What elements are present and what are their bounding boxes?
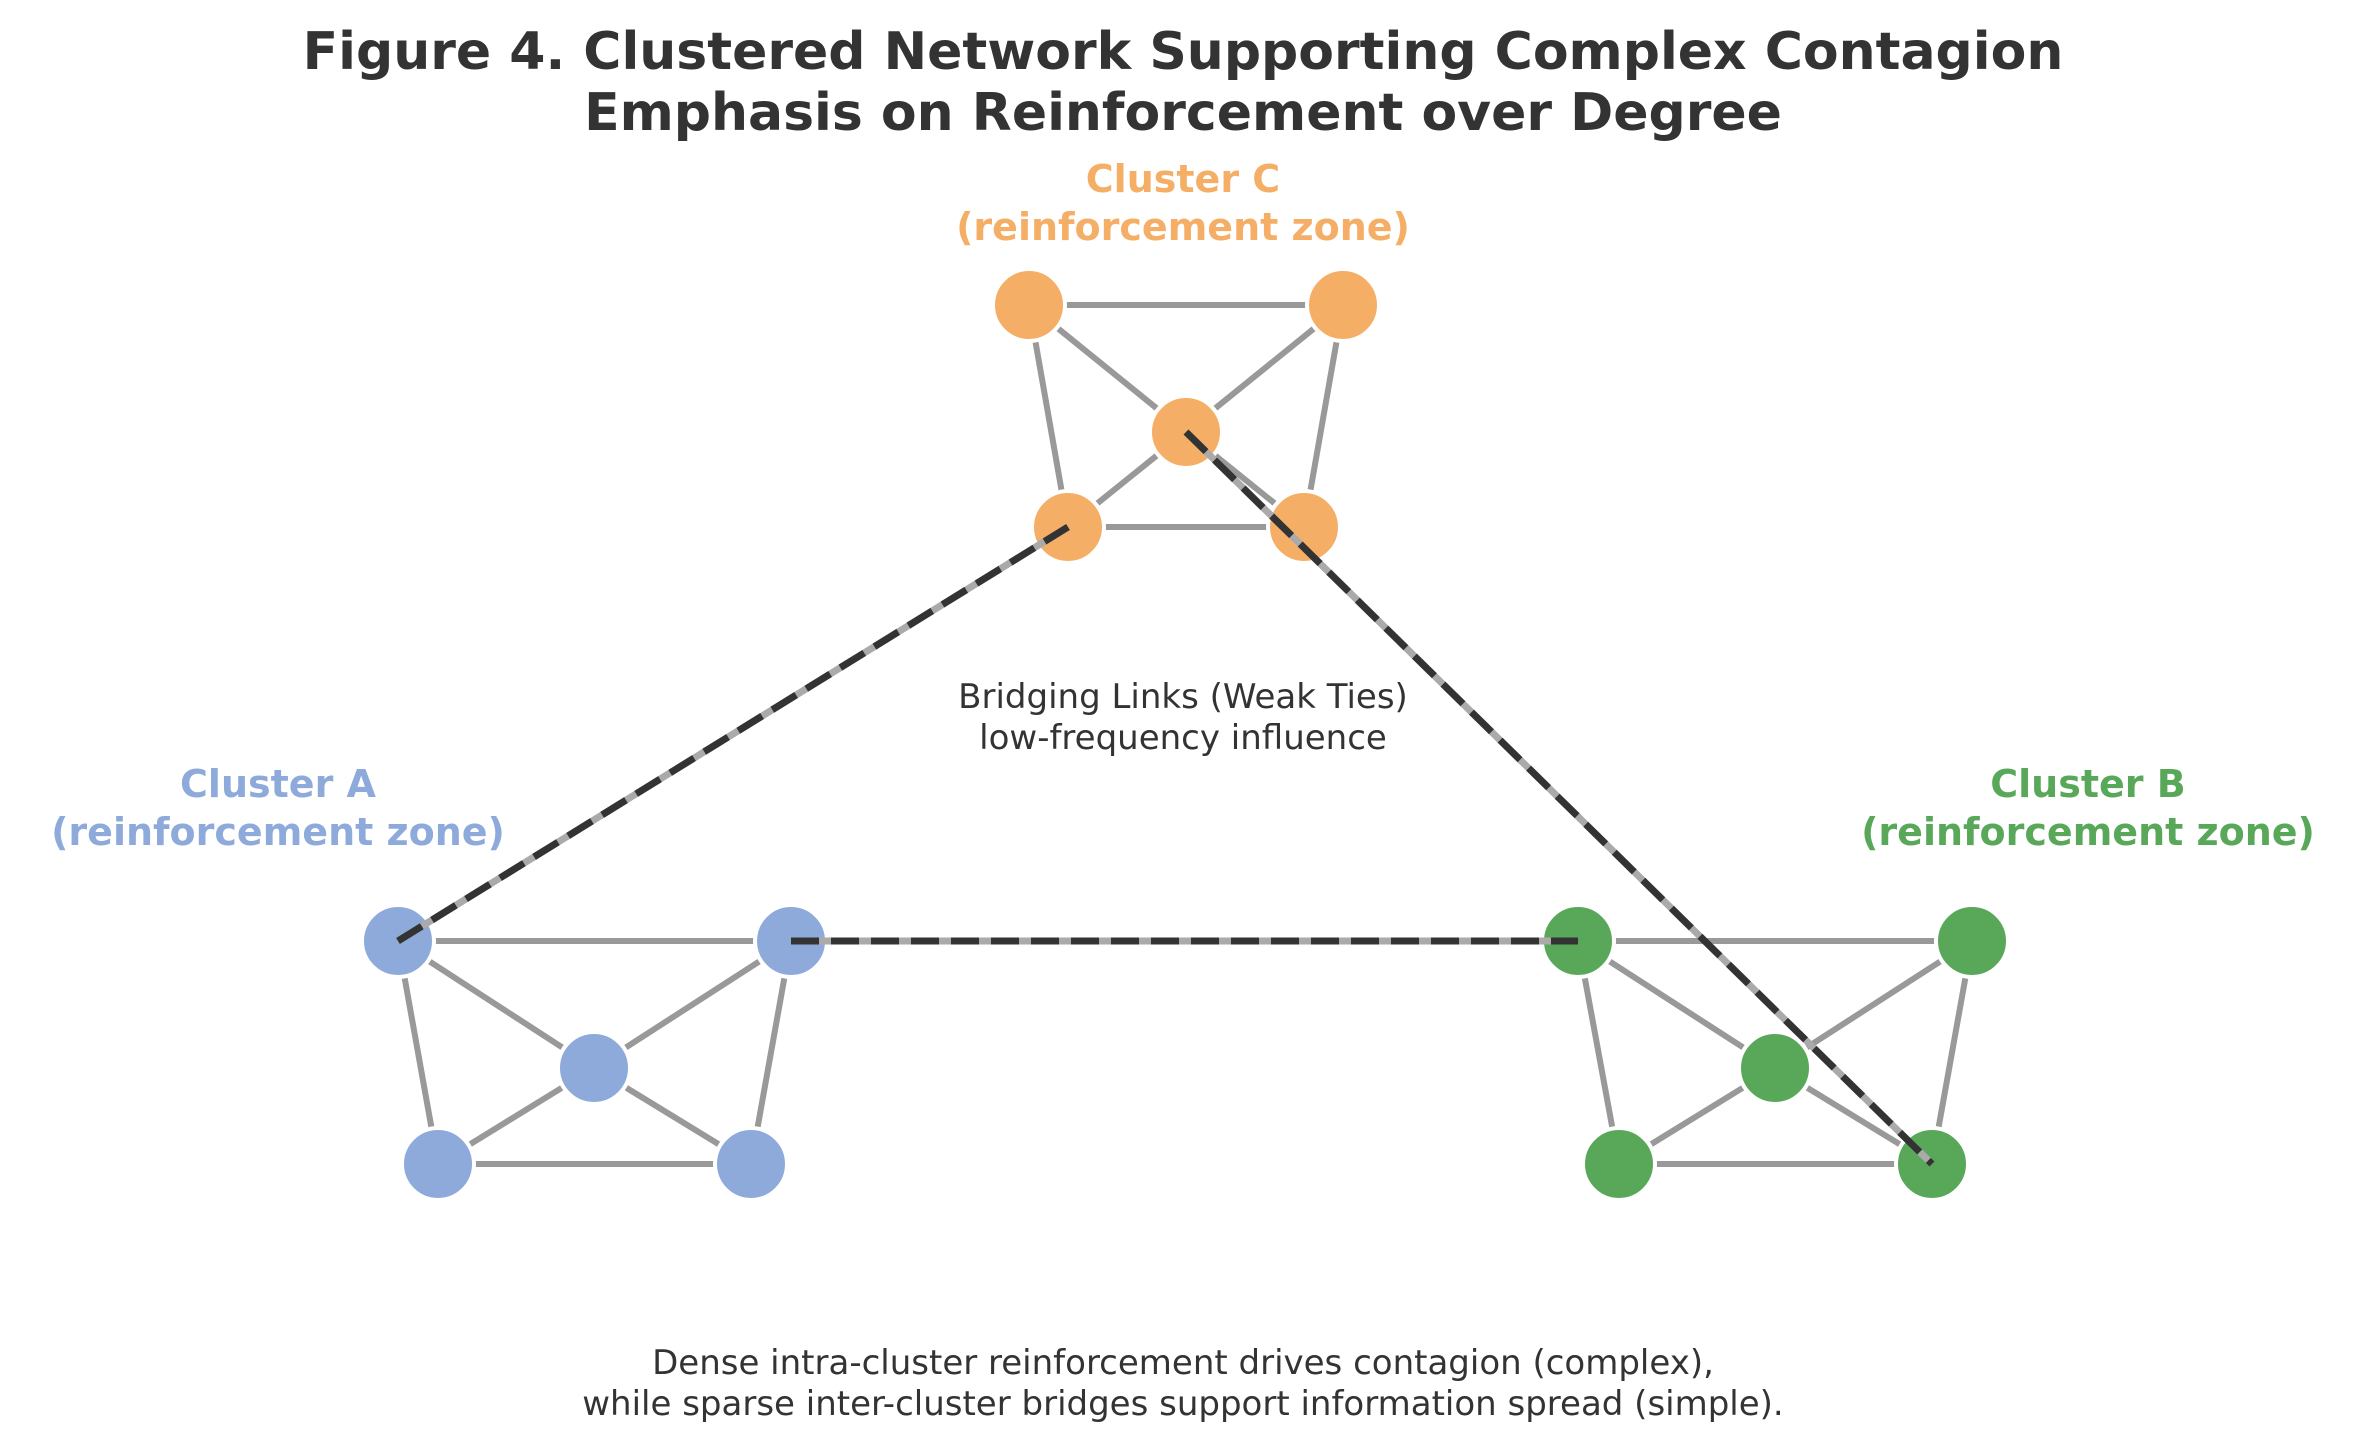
footer-caption-line2: while sparse inter-cluster bridges suppo… bbox=[582, 1384, 1784, 1424]
cluster-a-node-c bbox=[556, 1030, 632, 1106]
bridge-c-b-dashed-link bbox=[1183, 429, 1935, 1167]
cluster-a-node-bl bbox=[400, 1126, 476, 1202]
cluster-a-zone-label: (reinforcement zone) bbox=[51, 810, 505, 854]
bridging-note-line2: low-frequency influence bbox=[979, 718, 1387, 758]
cluster-a-node-br bbox=[713, 1126, 789, 1202]
bridging-note-line1: Bridging Links (Weak Ties) bbox=[958, 677, 1408, 717]
figure-title-line2: Emphasis on Reinforcement over Degree bbox=[584, 83, 1782, 143]
figure-title-line1: Figure 4. Clustered Network Supporting C… bbox=[303, 22, 2064, 82]
footer-caption-line1: Dense intra-cluster reinforcement drives… bbox=[652, 1343, 1714, 1383]
cluster-b-node-tr bbox=[1934, 903, 2010, 979]
cluster-c-label: Cluster C bbox=[1086, 157, 1280, 201]
bridges-layer bbox=[396, 429, 1935, 1167]
cluster-a-edge-tl-c bbox=[395, 938, 597, 1071]
cluster-b-node-c bbox=[1737, 1030, 1813, 1106]
bridge-a-c-dashed-link bbox=[396, 524, 1070, 944]
cluster-c-node-tl bbox=[991, 267, 1067, 343]
cluster-b-node-bl bbox=[1581, 1126, 1657, 1202]
cluster-c-zone-label: (reinforcement zone) bbox=[956, 205, 1410, 249]
cluster-c-node-tr bbox=[1305, 267, 1381, 343]
bridge-a-c-underlay bbox=[396, 524, 1070, 944]
cluster-b-edge-tl-c bbox=[1575, 938, 1778, 1071]
cluster-a-label: Cluster A bbox=[180, 762, 376, 806]
cluster-a-edge-tr-c bbox=[591, 938, 794, 1071]
cluster-b-zone-label: (reinforcement zone) bbox=[1861, 810, 2315, 854]
cluster-b-label: Cluster B bbox=[1990, 762, 2185, 806]
cluster-c-node-br bbox=[1266, 489, 1342, 565]
